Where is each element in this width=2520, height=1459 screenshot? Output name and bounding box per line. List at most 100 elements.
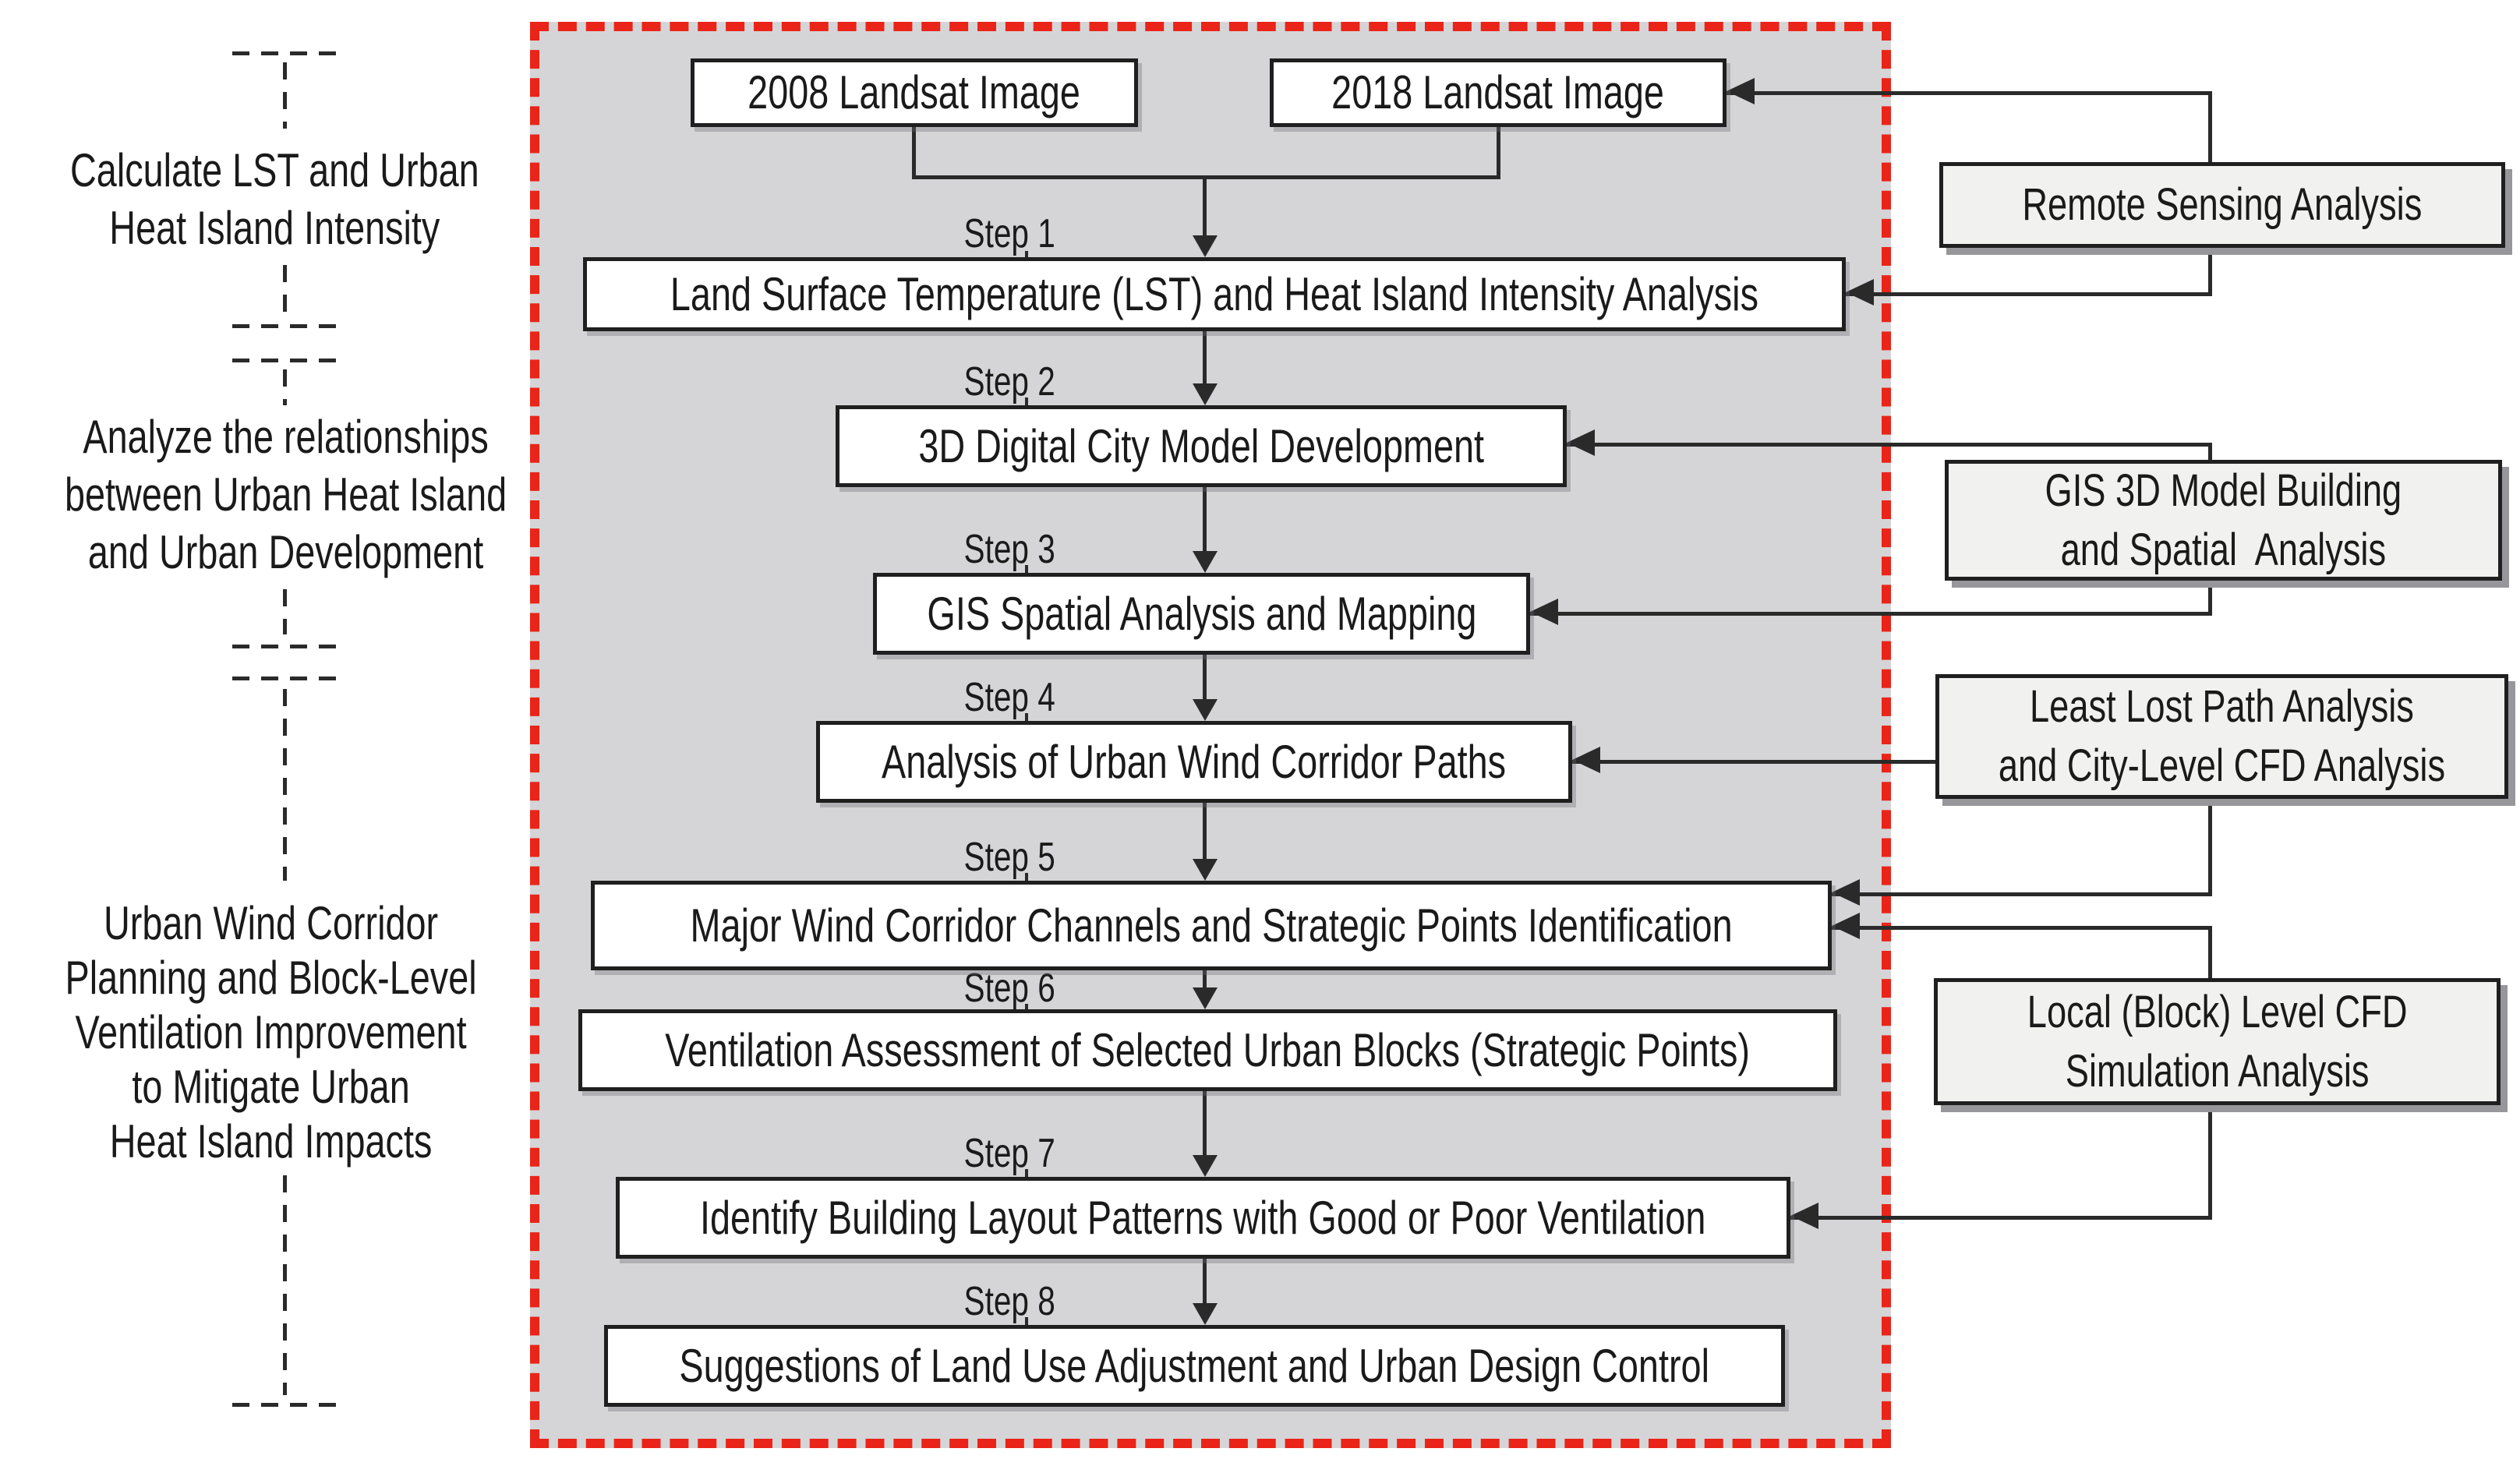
connector-line bbox=[1203, 655, 1207, 699]
connector-line bbox=[1203, 1091, 1207, 1155]
step-tick bbox=[1025, 251, 1028, 260]
arrow-left-icon bbox=[1832, 913, 1860, 939]
method-remote-sensing-box: Remote Sensing Analysis bbox=[1939, 162, 2505, 248]
step-4-box: Analysis of Urban Wind Corridor Paths bbox=[816, 721, 1572, 803]
method-remote-sensing-label: Remote Sensing Analysis bbox=[2022, 179, 2423, 230]
step-4-tag-text: Step 4 bbox=[963, 675, 1055, 720]
arrow-left-icon bbox=[1572, 747, 1600, 773]
arrow-left-icon bbox=[1832, 879, 1860, 906]
connector-line bbox=[1203, 803, 1207, 859]
method-local-cfd-box: Local (Block) Level CFD Simulation Analy… bbox=[1934, 978, 2501, 1105]
step-2-tag: Step 2 bbox=[900, 360, 1119, 404]
bracket-cap bbox=[232, 324, 338, 328]
connector-line bbox=[1203, 487, 1207, 551]
connector-line bbox=[2208, 248, 2212, 296]
step-5-box: Major Wind Corridor Channels and Strateg… bbox=[591, 881, 1832, 970]
connector-line bbox=[1832, 892, 2212, 896]
connector-line bbox=[1203, 331, 1207, 383]
method-gis-3d-box: GIS 3D Model Building and Spatial Analys… bbox=[1945, 460, 2502, 581]
arrow-left-icon bbox=[1567, 429, 1595, 456]
arrow-down-icon bbox=[1193, 235, 1218, 257]
step-tick bbox=[1025, 1317, 1028, 1327]
arrow-left-icon bbox=[1846, 279, 1874, 306]
arrow-down-icon bbox=[1193, 699, 1218, 721]
bracket-cap bbox=[232, 359, 338, 362]
step-5-tag-text: Step 5 bbox=[963, 835, 1055, 880]
step-6-box: Ventilation Assessment of Selected Urban… bbox=[578, 1009, 1837, 1091]
step-8-tag: Step 8 bbox=[900, 1280, 1119, 1323]
phase-label-1: Calculate LST and Urban Heat Island Inte… bbox=[0, 142, 549, 257]
phase-label-3-text: Urban Wind Corridor Planning and Block-L… bbox=[65, 897, 478, 1168]
step-4-tag: Step 4 bbox=[900, 676, 1119, 719]
bracket-line bbox=[283, 1175, 287, 1395]
step-tick bbox=[1025, 873, 1028, 884]
method-gis-3d-label: GIS 3D Model Building and Spatial Analys… bbox=[2045, 465, 2402, 575]
connector-line bbox=[1572, 760, 1935, 764]
connector-line bbox=[1846, 292, 2212, 296]
bracket-line bbox=[283, 689, 287, 881]
step-2-tag-text: Step 2 bbox=[963, 359, 1055, 404]
bracket-line bbox=[283, 62, 287, 129]
connector-line bbox=[2208, 443, 2212, 460]
step-6-label: Ventilation Assessment of Selected Urban… bbox=[665, 1023, 1751, 1076]
connector-line bbox=[2208, 91, 2212, 162]
phase-label-2-text: Analyze the relationships between Urban … bbox=[64, 411, 507, 578]
connector-line bbox=[1203, 970, 1207, 987]
step-tick bbox=[1025, 565, 1028, 576]
step-7-box: Identify Building Layout Patterns with G… bbox=[616, 1177, 1790, 1259]
bracket-line bbox=[283, 369, 287, 405]
bracket-cap-bottom bbox=[232, 1403, 338, 1407]
connector-line bbox=[912, 127, 916, 178]
step-1-label: Land Surface Temperature (LST) and Heat … bbox=[670, 267, 1759, 320]
step-2-box: 3D Digital City Model Development bbox=[836, 405, 1567, 487]
step-3-box: GIS Spatial Analysis and Mapping bbox=[873, 573, 1530, 655]
bracket-line bbox=[283, 589, 287, 634]
connector-line bbox=[1530, 612, 2212, 616]
arrow-down-icon bbox=[1193, 859, 1218, 881]
connector-line bbox=[1727, 91, 2212, 95]
connector-line bbox=[2208, 926, 2212, 978]
step-7-tag: Step 7 bbox=[900, 1132, 1119, 1175]
input-2008-landsat-box: 2008 Landsat Image bbox=[691, 58, 1138, 127]
step-3-tag: Step 3 bbox=[900, 528, 1119, 571]
connector-line bbox=[2208, 1105, 2212, 1219]
step-1-tag: Step 1 bbox=[900, 212, 1119, 256]
step-tick bbox=[1025, 1169, 1028, 1179]
connector-line bbox=[1203, 1259, 1207, 1303]
step-3-label: GIS Spatial Analysis and Mapping bbox=[926, 587, 1477, 640]
bracket-cap bbox=[232, 645, 338, 648]
phase-label-3: Urban Wind Corridor Planning and Block-L… bbox=[0, 896, 543, 1169]
arrow-down-icon bbox=[1193, 1155, 1218, 1177]
method-local-cfd-label: Local (Block) Level CFD Simulation Analy… bbox=[2027, 986, 2408, 1097]
step-tick bbox=[1025, 713, 1028, 724]
input-2018-landsat-box: 2018 Landsat Image bbox=[1270, 58, 1727, 127]
connector-line bbox=[1790, 1216, 2212, 1220]
step-7-tag-text: Step 7 bbox=[963, 1131, 1055, 1176]
step-1-box: Land Surface Temperature (LST) and Heat … bbox=[583, 257, 1846, 331]
method-least-lost-path-label: Least Lost Path Analysis and City-Level … bbox=[1998, 681, 2446, 791]
input-2008-landsat-label: 2008 Landsat Image bbox=[748, 66, 1081, 118]
arrow-down-icon bbox=[1193, 383, 1218, 405]
step-8-tag-text: Step 8 bbox=[963, 1279, 1055, 1324]
method-least-lost-path-box: Least Lost Path Analysis and City-Level … bbox=[1935, 674, 2508, 799]
connector-line bbox=[1497, 127, 1500, 178]
step-3-tag-text: Step 3 bbox=[963, 527, 1055, 572]
connector-line bbox=[1203, 175, 1207, 238]
bracket-line bbox=[283, 265, 287, 312]
connector-line bbox=[2208, 799, 2212, 896]
step-6-tag: Step 6 bbox=[900, 966, 1119, 1010]
bracket-cap bbox=[232, 677, 338, 680]
step-6-tag-text: Step 6 bbox=[963, 966, 1055, 1011]
arrow-down-icon bbox=[1193, 987, 1218, 1009]
step-tick bbox=[1025, 397, 1028, 408]
connector-line bbox=[1832, 926, 2212, 930]
step-7-label: Identify Building Layout Patterns with G… bbox=[700, 1191, 1706, 1244]
step-tick bbox=[1025, 1004, 1028, 1012]
connector-line bbox=[2208, 581, 2212, 613]
bracket-cap-top bbox=[232, 51, 338, 55]
step-8-label: Suggestions of Land Use Adjustment and U… bbox=[679, 1339, 1710, 1392]
step-4-label: Analysis of Urban Wind Corridor Paths bbox=[882, 735, 1507, 788]
step-1-tag-text: Step 1 bbox=[963, 211, 1055, 256]
arrow-left-icon bbox=[1727, 78, 1755, 104]
